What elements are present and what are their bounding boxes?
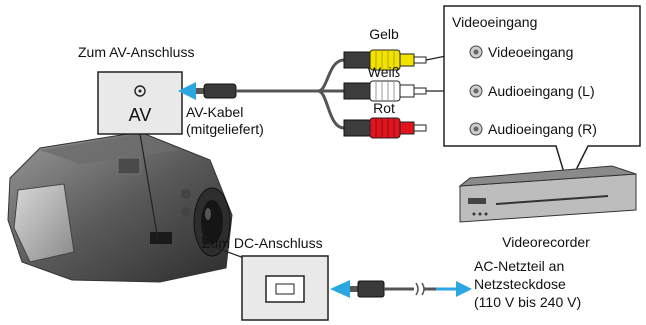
dc-pointer-line [205, 243, 245, 259]
recorder-label: Videorecorder [502, 234, 590, 250]
adapter-label-line3: (110 V bis 240 V) [474, 294, 581, 310]
red-plug-label: Rot [373, 100, 395, 116]
input-item-audio-left: Audioeingang (L) [488, 83, 595, 99]
adapter-label-line1: AC-Netzteil an [474, 258, 564, 274]
rca-plug-red: Rot [343, 100, 427, 139]
power-arrow-icon [456, 281, 472, 297]
av-pointer-line [139, 133, 159, 241]
ac-adapter-cable: AC-Netzteil an Netzsteckdose (110 V bis … [357, 258, 581, 310]
input-panel: Videoeingang Videoeingang Audioeingang (… [443, 5, 641, 189]
dc-plug-icon [357, 280, 385, 298]
rca-plug-white: Weiß [343, 64, 427, 102]
dc-port-box [241, 255, 329, 321]
rca-plug-yellow: Gelb [343, 26, 427, 71]
white-plug-label: Weiß [368, 64, 400, 80]
av-cable: AV-Kabel (mitgeliefert) [178, 58, 345, 137]
av-mini-plug-icon [203, 83, 237, 99]
av-jack-icon [134, 85, 146, 97]
camera-dc-port [202, 236, 210, 244]
input-panel-title: Videoeingang [452, 14, 537, 30]
av-cable-note: (mitgeliefert) [186, 121, 264, 137]
dc-port-callout: Zum DC-Anschluss [202, 235, 358, 321]
input-item-audio-right: Audioeingang (R) [488, 121, 597, 137]
camcorder [7, 131, 233, 283]
av-port-callout: Zum AV-Anschluss AV [78, 44, 194, 241]
camera-av-port [150, 232, 172, 244]
av-arrow-icon [178, 82, 196, 100]
dc-port-caption: Zum DC-Anschluss [202, 235, 323, 251]
yellow-plug-label: Gelb [369, 26, 399, 42]
input-item-video: Videoeingang [488, 44, 573, 60]
lcd-screen [13, 183, 75, 263]
av-port-caption: Zum AV-Anschluss [78, 44, 194, 60]
adapter-label-line2: Netzsteckdose [474, 276, 566, 292]
dc-arrow-icon [330, 280, 350, 298]
input-panel-callout [443, 5, 641, 189]
av-cable-label: AV-Kabel [186, 104, 243, 120]
av-symbol: AV [129, 105, 152, 125]
video-recorder: Videorecorder [458, 165, 637, 250]
